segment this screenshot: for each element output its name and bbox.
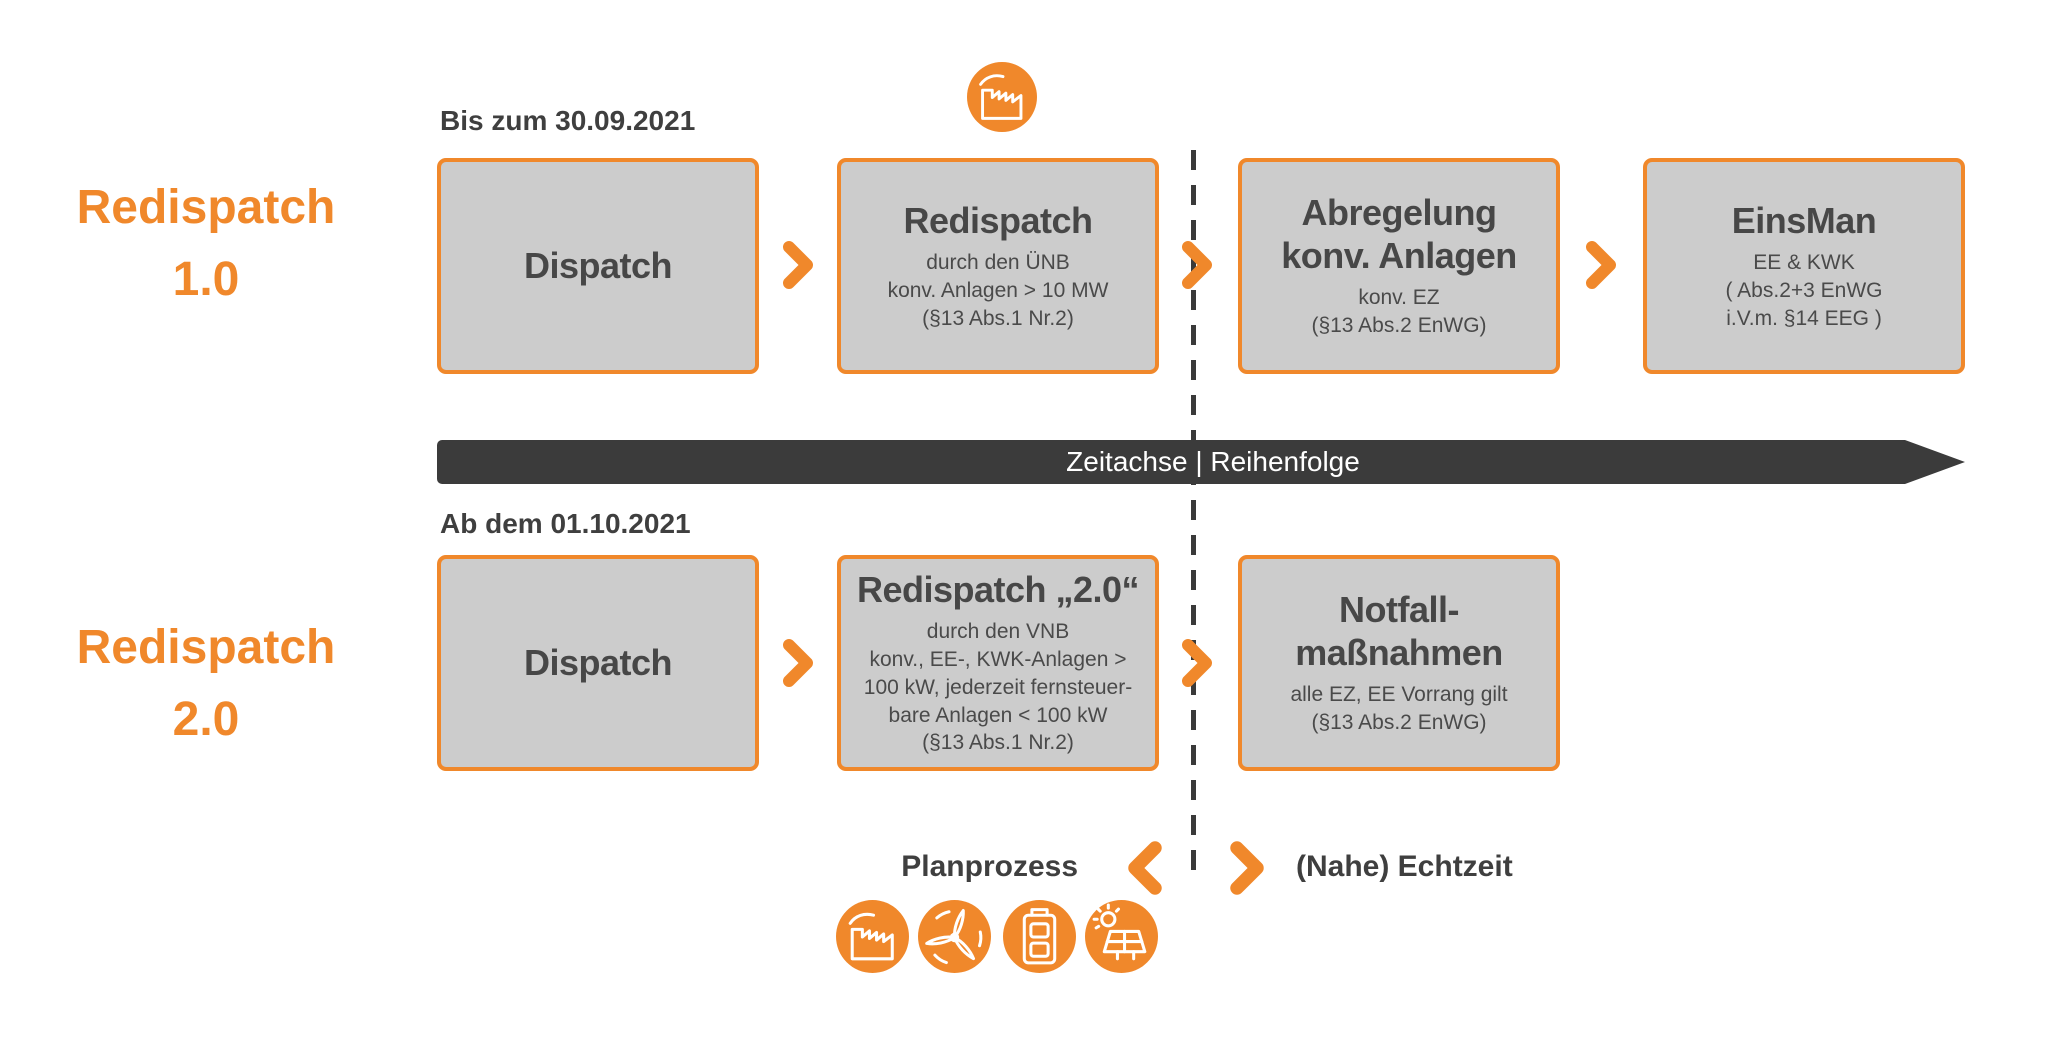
box-title: Dispatch <box>523 641 673 683</box>
factory-icon <box>967 62 1037 132</box>
wind-turbine-icon <box>918 900 991 973</box>
legend-echtzeit-label: (Nahe) Echtzeit <box>1296 850 1513 883</box>
date-label-row2: Ab dem 01.10.2021 <box>440 508 691 539</box>
battery-icon <box>1003 900 1076 973</box>
box-title: Redispatch „2.0“ <box>856 568 1140 610</box>
chevron-right-icon <box>1228 839 1266 897</box>
process-box-einsman: EinsMan EE & KWK ( Abs.2+3 EnWG i.V.m. §… <box>1643 158 1965 374</box>
row-label-redispatch-1: Redispatch 1.0 <box>76 181 336 306</box>
process-box-dispatch-1: Dispatch <box>437 158 759 374</box>
process-box-redispatch-2-0: Redispatch „2.0“ durch den VNB konv., EE… <box>837 555 1159 771</box>
solar-panel-icon <box>1085 900 1158 973</box>
timeline-label: Zeitachse | Reihenfolge <box>1066 446 1360 477</box>
factory-icon <box>836 900 909 973</box>
chevron-right-icon <box>1584 239 1618 291</box>
box-subtitle: durch den ÜNB konv. Anlagen > 10 MW (§13… <box>887 251 1109 330</box>
box-title: Dispatch <box>523 244 673 286</box>
chevron-right-icon <box>781 637 815 689</box>
process-box-redispatch: Redispatch durch den ÜNB konv. Anlagen >… <box>837 158 1159 374</box>
timeline-arrow: Zeitachse | Reihenfolge <box>437 440 1965 484</box>
chevron-right-icon <box>1180 239 1214 291</box>
box-subtitle: EE & KWK ( Abs.2+3 EnWG i.V.m. §14 EEG ) <box>1725 251 1883 330</box>
box-title: EinsMan <box>1731 199 1877 241</box>
box-subtitle: alle EZ, EE Vorrang gilt (§13 Abs.2 EnWG… <box>1290 683 1508 734</box>
chevron-right-icon <box>781 239 815 291</box>
box-title: Abregelung konv. Anlagen <box>1281 192 1517 276</box>
box-title: Notfall- maßnahmen <box>1295 589 1503 673</box>
date-label-row1: Bis zum 30.09.2021 <box>440 105 696 136</box>
chevron-left-icon <box>1126 839 1164 897</box>
box-title: Redispatch <box>903 199 1093 241</box>
box-subtitle: durch den VNB konv., EE-, KWK-Anlagen > … <box>863 620 1133 755</box>
row-label-redispatch-2: Redispatch 2.0 <box>76 621 336 746</box>
dashed-divider-line <box>1191 150 1196 884</box>
process-box-abregelung: Abregelung konv. Anlagen konv. EZ (§13 A… <box>1238 158 1560 374</box>
chevron-right-icon <box>1180 637 1214 689</box>
legend-planprozess-label: Planprozess <box>901 850 1078 883</box>
process-box-notfallmassnahmen: Notfall- maßnahmen alle EZ, EE Vorrang g… <box>1238 555 1560 771</box>
box-subtitle: konv. EZ (§13 Abs.2 EnWG) <box>1311 286 1487 337</box>
process-box-dispatch-2: Dispatch <box>437 555 759 771</box>
